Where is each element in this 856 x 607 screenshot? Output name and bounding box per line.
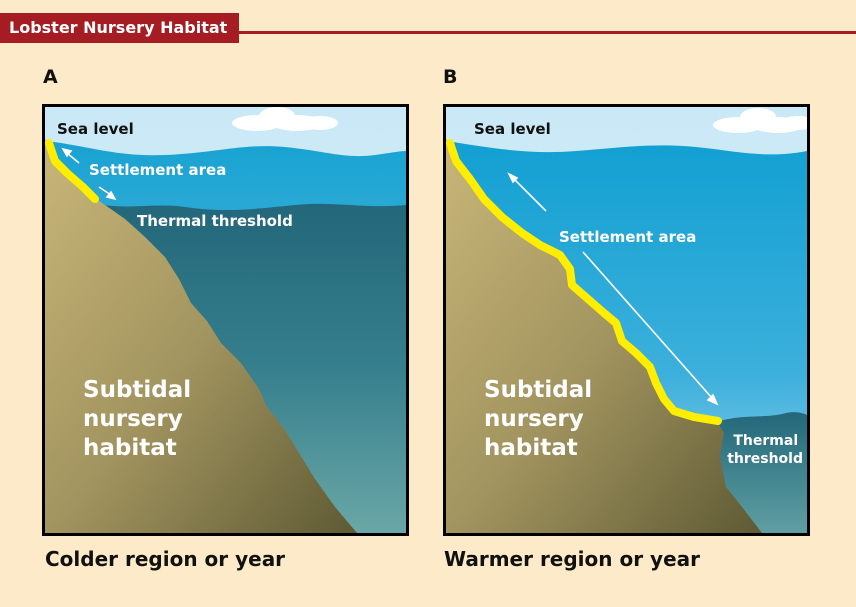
settlement-arrows <box>61 147 117 201</box>
habitat-label: Subtidal nursery habitat <box>83 377 199 461</box>
seafloor <box>45 139 357 533</box>
thermal-threshold-label: Thermal threshold <box>727 433 803 467</box>
settlement-highlight <box>446 139 722 425</box>
seafloor <box>446 139 762 533</box>
figure-title: Lobster Nursery Habitat <box>0 13 240 43</box>
panel-b-label: B <box>443 66 458 88</box>
settlement-area-label: Settlement area <box>559 228 696 246</box>
panel-a-label: A <box>43 66 58 88</box>
sea-level-label: Sea level <box>57 120 134 138</box>
cloud-icon <box>713 108 807 133</box>
settlement-arrows <box>507 172 719 406</box>
header-rule <box>0 31 856 34</box>
panel-b: Sea level Settlement area Thermal thresh… <box>443 104 810 536</box>
settlement-area-label: Settlement area <box>89 161 226 179</box>
thermal-threshold-label: Thermal threshold <box>137 212 293 230</box>
habitat-label: Subtidal nursery habitat <box>484 377 600 461</box>
sea-level-label: Sea level <box>474 120 551 138</box>
panel-b-caption: Warmer region or year <box>444 547 701 571</box>
cloud-icon <box>232 107 338 131</box>
settlement-highlight <box>45 139 99 203</box>
panel-a-caption: Colder region or year <box>45 547 286 571</box>
panel-a: Sea level Settlement area Thermal thresh… <box>42 104 409 536</box>
